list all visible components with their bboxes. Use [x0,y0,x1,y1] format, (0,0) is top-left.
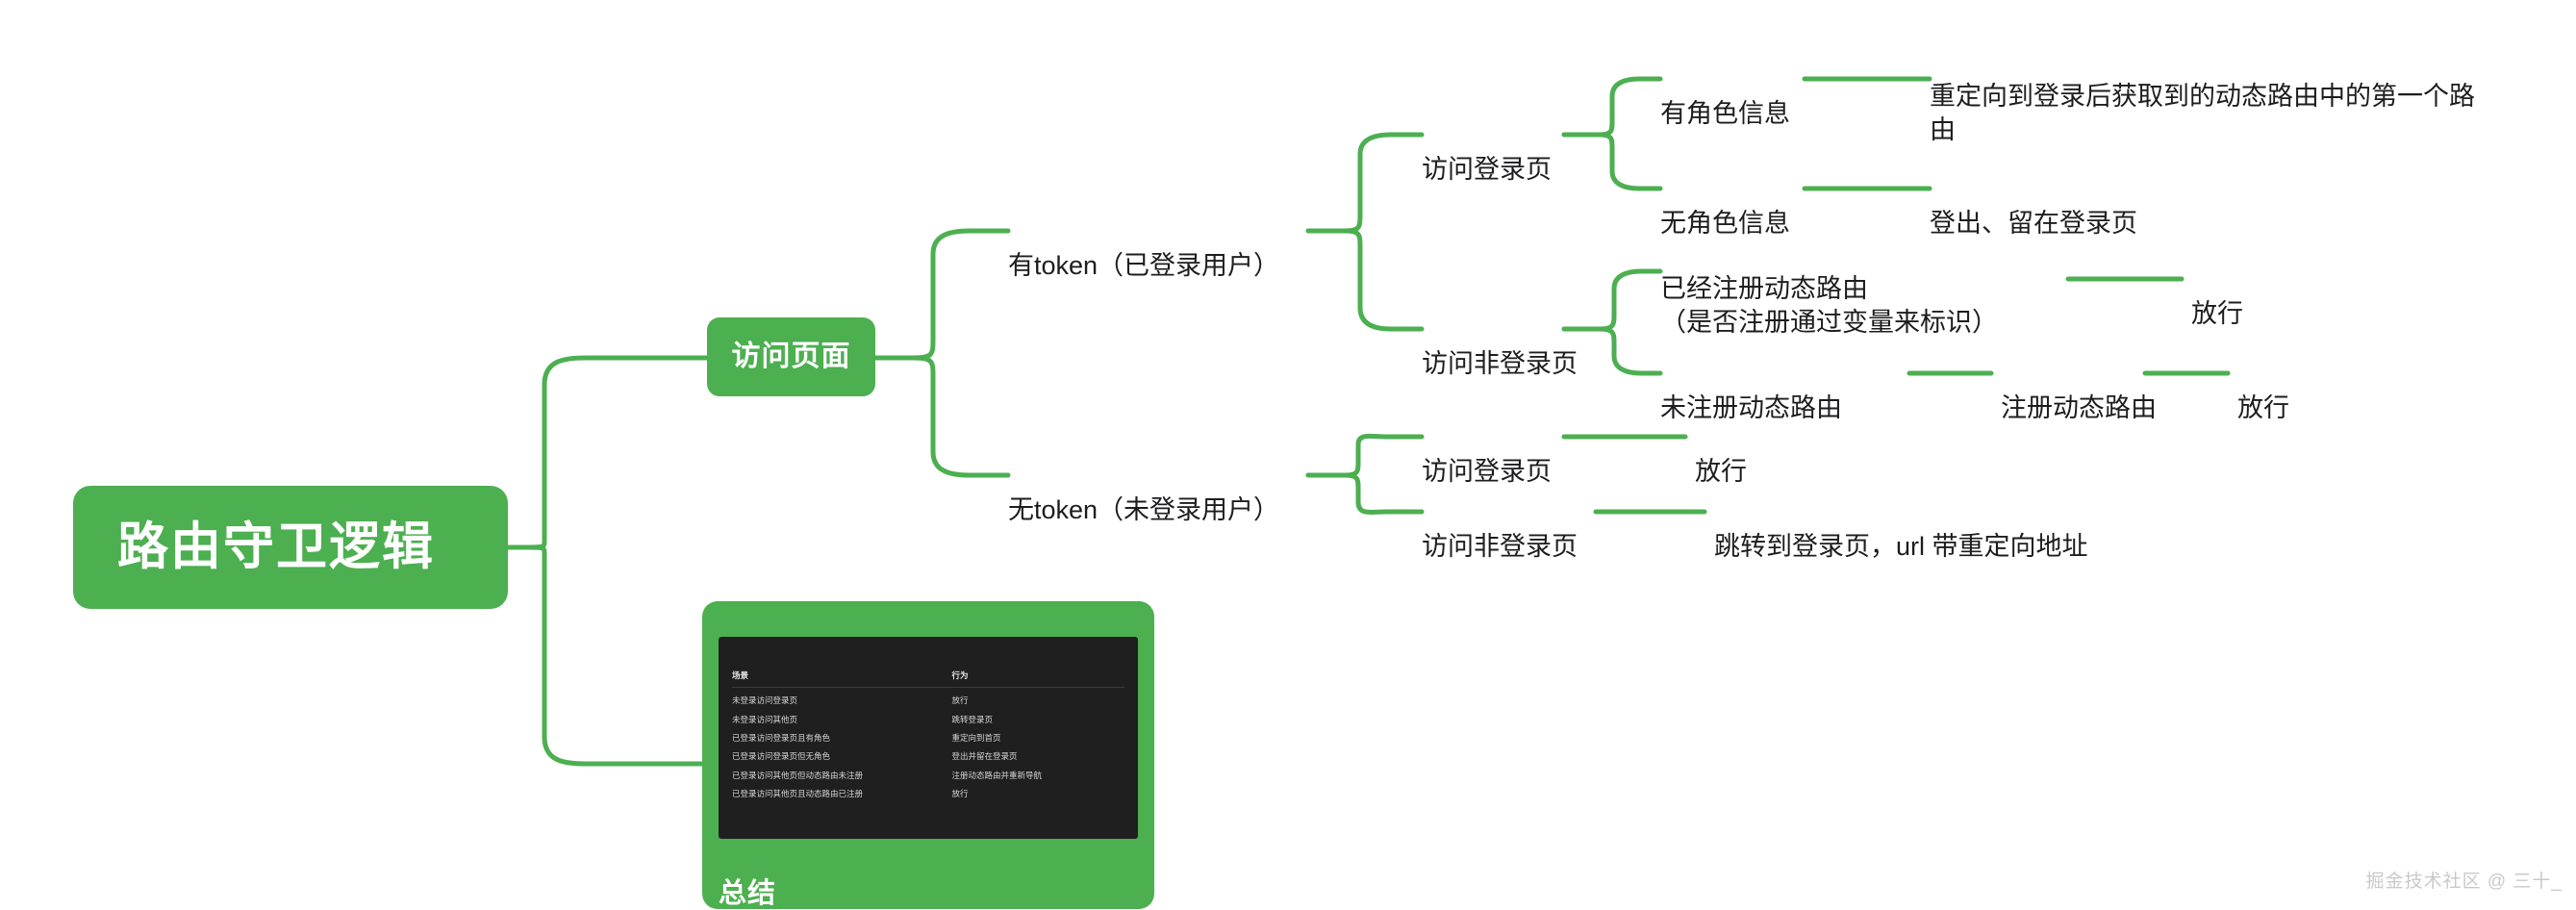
summary-cell-behavior: 跳转登录页 [951,714,993,724]
mindmap-node-hastoken-visit-login-label: 访问登录页 [1422,154,1552,184]
mindmap-node-registered-routes-action-label: 放行 [2191,298,2243,328]
mindmap-node-no-role-action[interactable]: 登出、留在登录页 [1930,173,2137,240]
mindmap-node-unregistered-routes-action-label: 放行 [2237,392,2289,422]
mindmap-node-notoken-visit-login-action-label: 放行 [1695,456,1747,486]
summary-table-row: 已登录访问其他页且动态路由已注册 放行 [732,781,1124,799]
mindmap-node-unregistered-routes[interactable]: 未注册动态路由 [1660,358,1842,424]
mindmap-node-no-token[interactable]: 无token（未登录用户） [1008,460,1279,526]
mindmap-node-unregistered-routes-label: 未注册动态路由 [1660,392,1842,422]
mindmap-node-has-role[interactable]: 有角色信息 [1660,63,1790,130]
mindmap-node-no-token-label: 无token（未登录用户） [1008,494,1280,524]
summary-table-header-scenario: 场景 [732,666,952,688]
mindmap-node-registered-routes-action[interactable]: 放行 [2191,264,2243,330]
mindmap-node-has-role-action-label: 重定向到登录后获取到的动态路由中的第一个路 由 [1930,82,2475,145]
mindmap-topic-label: 访问页面 [731,340,851,372]
summary-table: 场景 行为 未登录访问登录页放行未登录访问其他页跳转登录页已登录访问登录页且有角… [732,666,1124,799]
summary-table-row: 未登录访问其他页 跳转登录页 [732,706,1124,724]
mindmap-node-has-token[interactable]: 有token（已登录用户） [1008,215,1279,282]
mindmap-topic-node-visit-page[interactable]: 访问页面 [707,317,875,396]
summary-cell-behavior: 注册动态路由并重新导航 [951,770,1042,780]
summary-table-body: 未登录访问登录页放行未登录访问其他页跳转登录页已登录访问登录页且有角色重定向到首… [732,687,1124,799]
summary-cell-scenario: 已登录访问其他页但动态路由未注册 [732,770,864,780]
mindmap-node-register-routes-step[interactable]: 注册动态路由 [2001,358,2157,424]
summary-cell-behavior: 重定向到首页 [951,733,1001,744]
mindmap-node-notoken-visit-non-login-action[interactable]: 跳转到登录页，url 带重定向地址 [1714,496,2088,563]
mindmap-node-has-token-label: 有token（已登录用户） [1008,250,1280,280]
mindmap-node-unregistered-routes-action[interactable]: 放行 [2237,358,2289,424]
summary-table-header-behavior: 行为 [951,666,1124,688]
mindmap-node-notoken-visit-login-action[interactable]: 放行 [1695,421,1747,488]
mindmap-node-registered-routes-label: 已经注册动态路由 （是否注册通过变量来标识） [1660,274,1998,338]
summary-table-container: 场景 行为 未登录访问登录页放行未登录访问其他页跳转登录页已登录访问登录页且有角… [719,637,1138,840]
summary-cell-scenario: 已登录访问登录页且有角色 [732,733,831,744]
mindmap-node-notoken-visit-login[interactable]: 访问登录页 [1422,421,1552,488]
mindmap-node-notoken-visit-login-label: 访问登录页 [1422,456,1552,486]
summary-cell-scenario: 已登录访问其他页且动态路由已注册 [732,789,864,799]
summary-cell-scenario: 未登录访问其他页 [732,714,798,724]
mindmap-node-notoken-visit-non-login-action-label: 跳转到登录页，url 带重定向地址 [1714,531,2088,561]
summary-table-header-row: 场景 行为 [732,666,1124,688]
mindmap-summary-node[interactable]: 场景 行为 未登录访问登录页放行未登录访问其他页跳转登录页已登录访问登录页且有角… [702,601,1154,909]
summary-table-row: 已登录访问登录页但无角色 登出并留在登录页 [732,744,1124,762]
summary-cell-behavior: 登出并留在登录页 [951,751,1018,762]
mindmap-root-node[interactable]: 路由守卫逻辑 [73,486,508,609]
summary-cell-behavior: 放行 [951,695,969,706]
summary-table-row: 未登录访问登录页 放行 [732,687,1124,706]
mindmap-node-has-role-action[interactable]: 重定向到登录后获取到的动态路由中的第一个路 由 [1930,46,2488,147]
summary-node-label: 总结 [719,877,777,909]
mindmap-node-has-role-label: 有角色信息 [1660,98,1790,128]
summary-table-row: 已登录访问登录页且有角色 重定向到首页 [732,725,1124,744]
mindmap-node-registered-routes[interactable]: 已经注册动态路由 （是否注册通过变量来标识） [1660,239,2074,340]
mindmap-node-no-role-action-label: 登出、留在登录页 [1930,208,2137,238]
mindmap-node-no-role-label: 无角色信息 [1660,208,1790,238]
mindmap-node-register-routes-step-label: 注册动态路由 [2001,392,2157,422]
summary-cell-scenario: 已登录访问登录页但无角色 [732,751,831,762]
mindmap-node-no-role[interactable]: 无角色信息 [1660,173,1790,240]
mindmap-node-hastoken-visit-non-login-label: 访问非登录页 [1422,348,1578,378]
mindmap-root-label: 路由守卫逻辑 [117,518,435,576]
summary-table-row: 已登录访问其他页但动态路由未注册 注册动态路由并重新导航 [732,762,1124,780]
summary-cell-behavior: 放行 [951,789,969,799]
watermark: 掘金技术社区 @ 三十_ [2365,872,2563,892]
mindmap-node-hastoken-visit-login[interactable]: 访问登录页 [1422,119,1552,186]
mindmap-node-hastoken-visit-non-login[interactable]: 访问非登录页 [1422,314,1578,380]
mindmap-node-notoken-visit-non-login-label: 访问非登录页 [1422,531,1578,561]
mindmap-node-notoken-visit-non-login[interactable]: 访问非登录页 [1422,496,1578,563]
summary-cell-scenario: 未登录访问登录页 [732,695,798,706]
